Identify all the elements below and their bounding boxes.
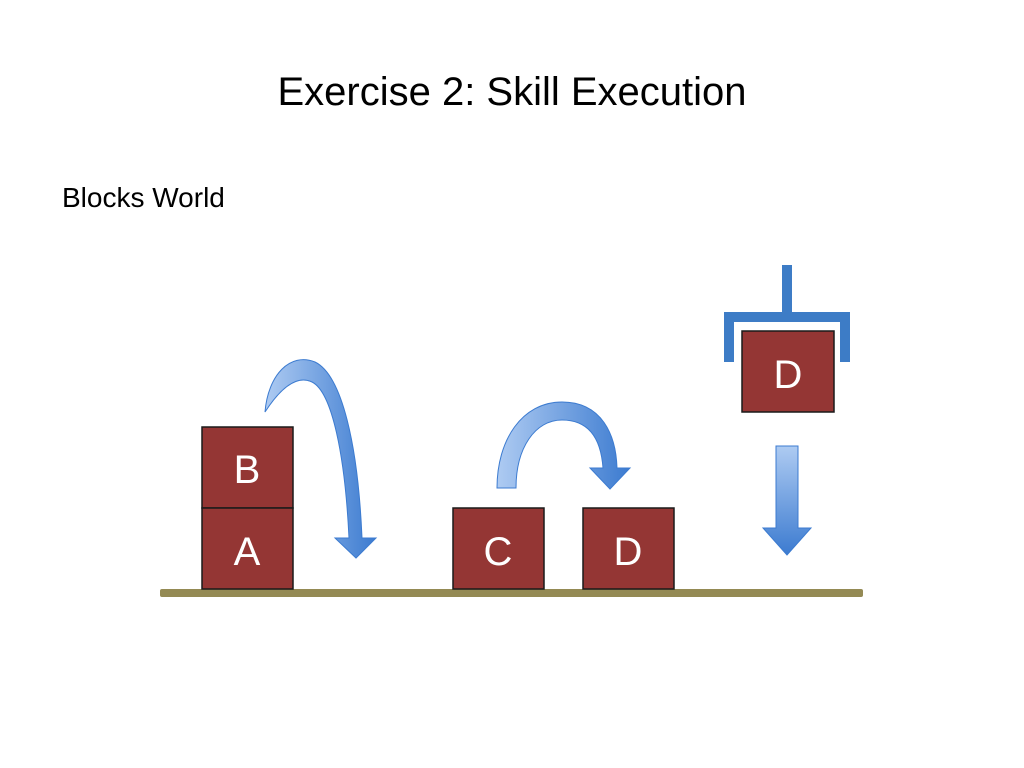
block-c-label: C — [484, 530, 513, 574]
block-a-label: A — [234, 530, 261, 574]
block-d-held-label: D — [774, 353, 803, 397]
down-arrow-icon — [761, 445, 813, 556]
gripper-icon — [724, 265, 850, 362]
block-d-table-label: D — [614, 530, 643, 574]
slide-subtitle: Blocks World — [62, 182, 225, 213]
block-a: A — [201, 507, 294, 590]
slide-title: Exercise 2: Skill Execution — [277, 70, 747, 114]
block-b: B — [201, 426, 294, 509]
block-d-held: D — [741, 330, 835, 413]
block-b-label: B — [234, 448, 261, 492]
unstack-arrow-icon — [264, 359, 378, 559]
table-surface — [160, 589, 863, 597]
move-arrow-icon — [496, 401, 632, 490]
block-d-table: D — [582, 507, 675, 590]
block-c: C — [452, 507, 545, 590]
